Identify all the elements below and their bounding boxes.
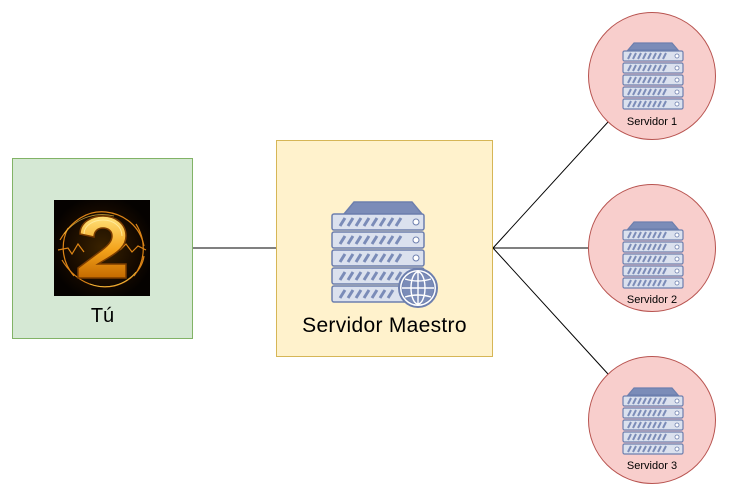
server-rack-icon xyxy=(622,42,684,110)
user-label: Tú xyxy=(90,305,115,327)
edge-master-server-1 xyxy=(492,121,609,249)
master-server-label: Servidor Maestro xyxy=(302,314,467,337)
server-2-label: Servidor 2 xyxy=(626,294,678,306)
globe-icon xyxy=(398,268,438,308)
server-1-label: Servidor 1 xyxy=(626,116,678,128)
server-3-label: Servidor 3 xyxy=(626,460,678,472)
number-2-fire-avatar-icon xyxy=(54,200,150,296)
edge-master-server-3 xyxy=(492,247,609,375)
web-server-icon xyxy=(331,201,438,308)
server-rack-icon xyxy=(622,387,684,455)
server-rack-icon xyxy=(622,221,684,289)
